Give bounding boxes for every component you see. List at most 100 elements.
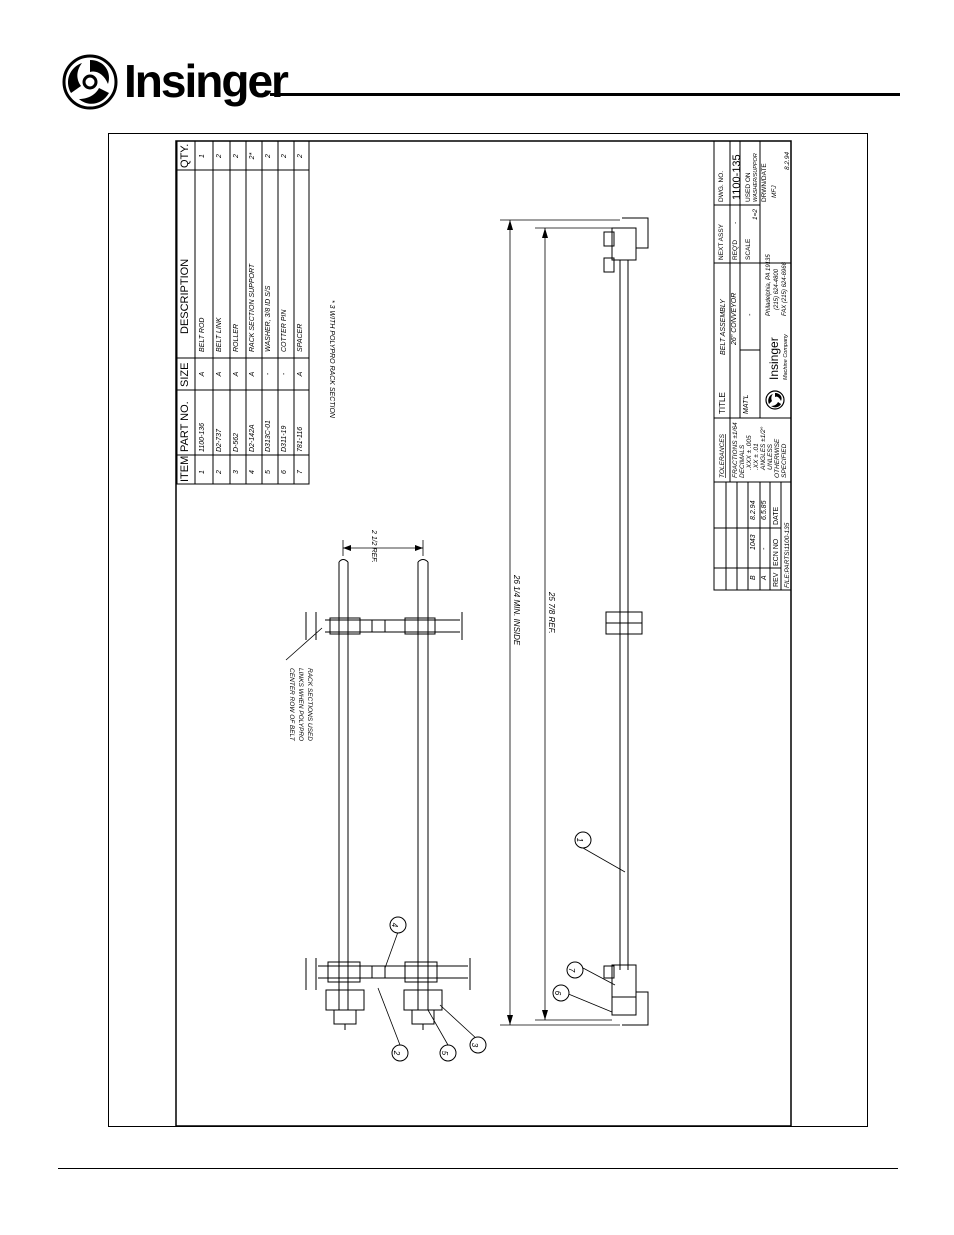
balloon-6-label: 6 bbox=[553, 991, 562, 996]
balloon-7-label: 7 bbox=[567, 968, 576, 973]
tolerance-line: FRACTIONS ±1/64 bbox=[732, 422, 739, 478]
rev-row-b-rev: B bbox=[750, 575, 757, 580]
bom-cell-item: 1 bbox=[199, 470, 206, 474]
matl-value: - bbox=[747, 313, 754, 316]
bom-footnote: * 3 WITH POLYPRO RACK SECTION bbox=[328, 300, 335, 419]
bom-cell-description: COTTER PIN bbox=[281, 309, 288, 352]
dimension-arrowheads bbox=[343, 220, 548, 1025]
tolerance-line: UNLESS bbox=[767, 443, 774, 470]
tolerances-heading: TOLERANCES bbox=[719, 433, 726, 478]
balloon-3 bbox=[469, 1036, 487, 1054]
dimension-lines bbox=[285, 219, 626, 1046]
drawing-inner-frame bbox=[175, 140, 792, 1127]
rev-header-rev: REV bbox=[773, 572, 780, 587]
bom-header-qty: QTY. bbox=[179, 144, 191, 168]
balloon-4 bbox=[389, 916, 407, 934]
bom-cell-qty: 2 bbox=[265, 154, 272, 159]
bill-of-materials bbox=[176, 140, 310, 485]
file-name: FILE:PARTS\1100-135 bbox=[784, 522, 791, 588]
balloon-1 bbox=[574, 831, 592, 849]
bom-cell-description: RACK SECTION SUPPORT bbox=[249, 263, 256, 352]
dim-ref: 25 7/8 REF. bbox=[547, 591, 556, 634]
dim-pitch: 2 1/2 REF. bbox=[370, 529, 377, 563]
used-on-value: WASHER/SUPPOR bbox=[753, 153, 759, 202]
used-on-label: USED ON bbox=[745, 172, 752, 202]
bom-cell-size: - bbox=[265, 372, 272, 375]
drwn-date: 8.2.94 bbox=[784, 152, 791, 170]
bom-header-item: ITEM bbox=[179, 456, 191, 482]
bom-row: 3 D-562 A ROLLER 2 bbox=[233, 154, 240, 474]
bom-header-size: SIZE bbox=[179, 363, 191, 387]
left-assembly bbox=[305, 559, 471, 1030]
balloon-2-label: 2 bbox=[392, 1050, 401, 1056]
balloon-5 bbox=[439, 1044, 457, 1062]
bom-cell-qty: 2 bbox=[233, 154, 240, 159]
bom-cell-size: A bbox=[216, 371, 223, 377]
company-city: Philadelphia, PA 19135 bbox=[766, 254, 772, 316]
balloon-5-label: 5 bbox=[440, 1051, 449, 1056]
dim-min-inside: 26 1/4 MIN. INSIDE bbox=[512, 574, 521, 646]
bom-cell-item: 7 bbox=[297, 469, 304, 474]
bom-header-part-no: PART NO. bbox=[179, 401, 191, 452]
balloon-3-label: 3 bbox=[470, 1043, 479, 1048]
tolerance-line: ANGLES ±1/2° bbox=[759, 426, 767, 471]
bom-header-description: DESCRIPTION bbox=[179, 259, 191, 334]
bom-cell-size: A bbox=[233, 371, 240, 377]
center-row-note-line: CENTER ROW OF BELT bbox=[288, 668, 295, 742]
balloon-4-label: 4 bbox=[390, 923, 399, 928]
rev-row-b-ecn: 1043 bbox=[750, 534, 757, 550]
drwn-value: MFJ bbox=[771, 185, 778, 198]
revision-table: B 1043 8.2.94 A - 6.5.85 REV ECN NO DATE… bbox=[750, 500, 791, 588]
rev-row-a-rev: A bbox=[761, 575, 768, 581]
matl-label: MAT'L bbox=[743, 394, 750, 414]
bom-cell-qty: 2 bbox=[216, 154, 223, 159]
bom-cell-description: ROLLER bbox=[233, 324, 240, 352]
belt-rod-side-view bbox=[603, 217, 649, 1026]
tolerance-line: .XX ± .01 bbox=[753, 443, 760, 470]
company-name: Insinger bbox=[767, 337, 781, 380]
company-sub: Machine Company bbox=[783, 333, 789, 380]
title-right-cells: NEXT ASSY DWG. NO. REQ'D - 1100-135 SCAL… bbox=[718, 152, 791, 260]
bom-cell-part-no: D2-142A bbox=[249, 424, 256, 452]
bom-cell-part-no: D-562 bbox=[233, 433, 240, 452]
reqd-value: - bbox=[732, 221, 739, 224]
scale-value: 1=2 bbox=[752, 209, 759, 220]
bom-cell-qty: 2 bbox=[297, 154, 304, 159]
rev-header-date: DATE bbox=[773, 507, 780, 525]
bom-cell-size: A bbox=[249, 371, 256, 377]
center-row-note-line: RACK SECTIONS USED bbox=[306, 668, 313, 741]
balloon-6 bbox=[552, 984, 570, 1002]
drwn-label: DRWN/DATE bbox=[761, 163, 768, 202]
bom-cell-part-no: D311-19 bbox=[281, 426, 288, 452]
tolerance-line: SPECIFIED bbox=[781, 443, 788, 478]
scale-label: SCALE bbox=[745, 238, 752, 260]
bom-cell-description: BELT LINK bbox=[216, 317, 223, 352]
tolerances-block: TOLERANCES FRACTIONS ±1/64 DECIMALS .XXX… bbox=[719, 422, 788, 478]
bom-cell-size: A bbox=[199, 371, 206, 377]
title-label: TITLE bbox=[718, 392, 727, 414]
title-line-1: BELT ASSEMBLY bbox=[720, 298, 727, 355]
bom-cell-item: 3 bbox=[233, 470, 240, 474]
rev-header-ecn: ECN NO bbox=[773, 538, 780, 566]
dwg-no: 1100-135 bbox=[731, 154, 743, 200]
reqd-label: REQ'D bbox=[732, 240, 739, 260]
dwg-no-label: DWG. NO. bbox=[718, 171, 725, 202]
company-phone: (215) 624-4800 bbox=[774, 268, 780, 310]
bom-cell-part-no: 1100-136 bbox=[199, 423, 206, 452]
bom-cell-part-no: 781-116 bbox=[297, 427, 304, 452]
tolerance-line: OTHERWISE bbox=[774, 438, 781, 478]
bom-cell-item: 4 bbox=[249, 470, 256, 474]
bom-cell-qty: 1 bbox=[199, 154, 206, 158]
bom-header-row: ITEM PART NO. SIZE DESCRIPTION QTY. bbox=[179, 144, 191, 482]
bom-cell-item: 2 bbox=[216, 470, 223, 475]
bom-cell-item: 5 bbox=[265, 470, 272, 474]
title-logo-icon bbox=[765, 390, 785, 410]
tolerance-line: DECIMALS bbox=[739, 444, 746, 478]
bom-cell-qty: 2 bbox=[281, 154, 288, 159]
